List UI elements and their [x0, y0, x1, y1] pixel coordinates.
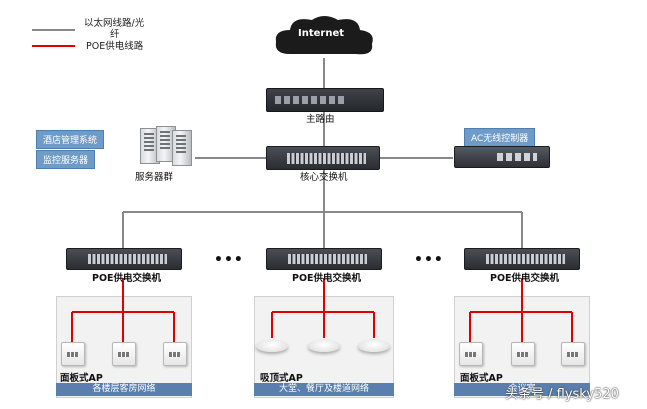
wall-ap-icon [163, 342, 187, 366]
ap-label-right: 面板式AP [460, 373, 503, 384]
router-icon [266, 88, 384, 112]
wall-ap-icon [61, 342, 85, 366]
internet-label: Internet [298, 28, 345, 39]
wall-ap-icon [561, 342, 585, 366]
legend-poe-label: POE供电线路 [86, 41, 144, 52]
legend-ethernet-label: 以太网线路/光 纤 [84, 18, 164, 40]
main-router-label: 主路由 [306, 114, 335, 125]
monitor-server-tag: 监控服务器 [36, 150, 96, 169]
core-switch-label: 核心交换机 [300, 172, 348, 183]
internet-cloud-icon [275, 16, 373, 55]
ceiling-ap-icon [358, 340, 390, 352]
wall-ap-icon [112, 342, 136, 366]
area-label-right: 会议室 [454, 383, 590, 396]
legend-ethernet-text-2: 纤 [110, 29, 120, 40]
ac-controller-icon [454, 146, 550, 168]
area-label-left: 各楼层客房网络 [56, 383, 192, 396]
core-switch-icon [266, 146, 380, 170]
wall-ap-icon [511, 342, 535, 366]
poe-switch-middle-label: POE供电交换机 [292, 273, 362, 284]
legend-ethernet-text-1: 以太网线路/光 [84, 18, 145, 29]
ceiling-ap-icon [256, 340, 288, 352]
ellipsis-left: ••• [214, 252, 244, 268]
poe-switch-left-label: POE供电交换机 [92, 273, 162, 284]
poe-switch-left-icon [66, 248, 182, 270]
ap-label-middle: 吸顶式AP [260, 373, 303, 384]
poe-switch-middle-icon [266, 248, 382, 270]
ceiling-ap-icon [308, 340, 340, 352]
ellipsis-right: ••• [414, 252, 444, 268]
watermark: 头条号 / flysky520 [505, 387, 619, 402]
wall-ap-icon [459, 342, 483, 366]
poe-switch-right-icon [464, 248, 580, 270]
ap-label-left: 面板式AP [60, 373, 103, 384]
area-label-middle: 大堂、餐厅及楼道网络 [254, 383, 394, 396]
poe-switch-right-label: POE供电交换机 [490, 273, 560, 284]
server-group-label: 服务器群 [135, 172, 174, 183]
hotel-system-tag: 酒店管理系统 [36, 130, 105, 149]
